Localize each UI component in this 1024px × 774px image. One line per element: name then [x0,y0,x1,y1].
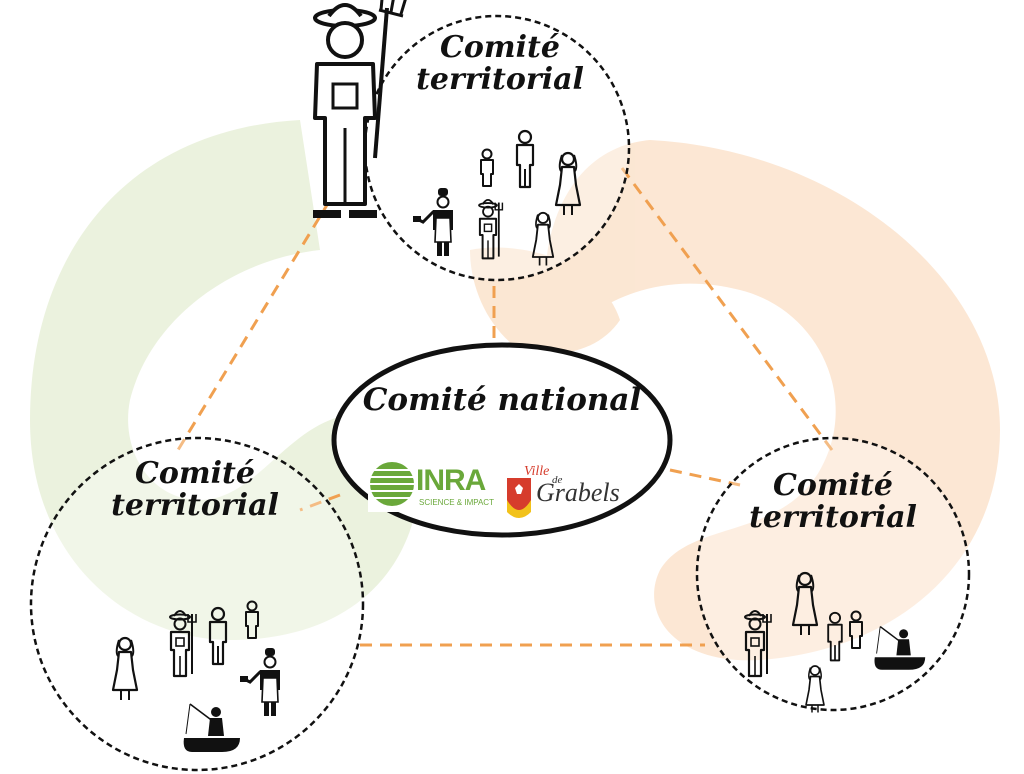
large-farmer-icon [313,0,407,218]
inra-logo [368,460,488,512]
territorial-title-top: Comité territorial [405,32,595,95]
territorial-title-line1: Comité [440,30,560,65]
territorial-title-line2: territorial [749,499,917,535]
territorial-title-right: Comité territorial [738,470,928,533]
territorial-title-left: Comité territorial [100,458,290,521]
connectors [176,167,834,647]
grabels-name-text: Grabels [536,478,620,507]
grabels-de-text: de [552,474,563,486]
background-watermark [30,120,1000,661]
territorial-title-line1: Comité [773,468,893,503]
connector-national-left [299,493,341,512]
territorial-title-line2: territorial [416,61,584,97]
inra-logo-text: INRA [416,464,486,497]
territorial-title-line2: territorial [111,487,279,523]
grabels-ville-text: Ville [524,464,550,479]
national-title: Comité national [362,382,642,418]
inra-logo-tagline: SCIENCE & IMPACT [419,498,494,507]
connector-top-left [176,199,332,451]
grabels-shield-icon [507,478,531,518]
connector-national-right [669,468,741,487]
territorial-title-line1: Comité [135,456,255,491]
